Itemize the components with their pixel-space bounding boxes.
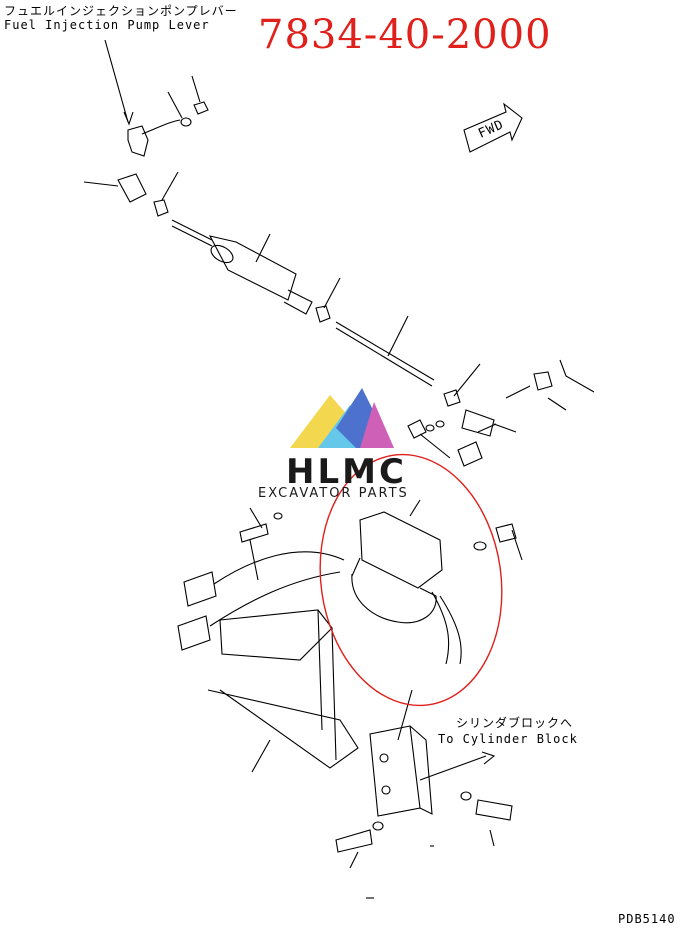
ball-joint-2 (461, 409, 495, 437)
control-box (219, 609, 333, 661)
fuel-lever-bracket (127, 125, 149, 157)
linkage-clip (457, 441, 483, 467)
connector-1 (183, 571, 217, 607)
rod-1 (171, 219, 213, 241)
fuel-lever-label-en: Fuel Injection Pump Lever (4, 18, 210, 32)
part-number: 7834-40-2000 (258, 12, 552, 58)
cylinder-label-jp: シリンダブロックへ (456, 716, 574, 730)
rod-cylinder (208, 235, 297, 301)
actuator-motor (351, 573, 437, 624)
mount-plate (369, 725, 421, 817)
fuel-lever-label-jp: フュエルインジェクションポンプレバー (4, 4, 238, 18)
leader-fuel-lever (104, 39, 129, 123)
watermark-logo (290, 388, 394, 448)
page-code: PDB5140 (618, 912, 676, 926)
bolt-bottom (335, 829, 373, 853)
nut-1 (193, 101, 209, 115)
cylinder-label-en: To Cylinder Block (438, 732, 578, 746)
actuator-cable (431, 591, 450, 665)
watermark-subtitle: EXCAVATOR PARTS (258, 486, 409, 501)
wire-harness (213, 551, 345, 585)
watermark-name: HLMC (286, 452, 407, 492)
connector-2 (177, 615, 211, 651)
actuator-housing (359, 511, 443, 589)
bolt-plate (475, 799, 513, 821)
base-bracket (207, 689, 359, 769)
rod-2 (335, 321, 435, 381)
nut-2 (153, 199, 169, 217)
ball-joint-1 (117, 173, 147, 203)
nut-5 (533, 371, 553, 391)
fwd-arrow (463, 102, 523, 153)
nut-4 (443, 389, 461, 407)
washer-1 (180, 117, 192, 127)
highlight-circle (319, 453, 503, 707)
nut-3 (315, 305, 331, 323)
washer-2 (473, 541, 487, 551)
